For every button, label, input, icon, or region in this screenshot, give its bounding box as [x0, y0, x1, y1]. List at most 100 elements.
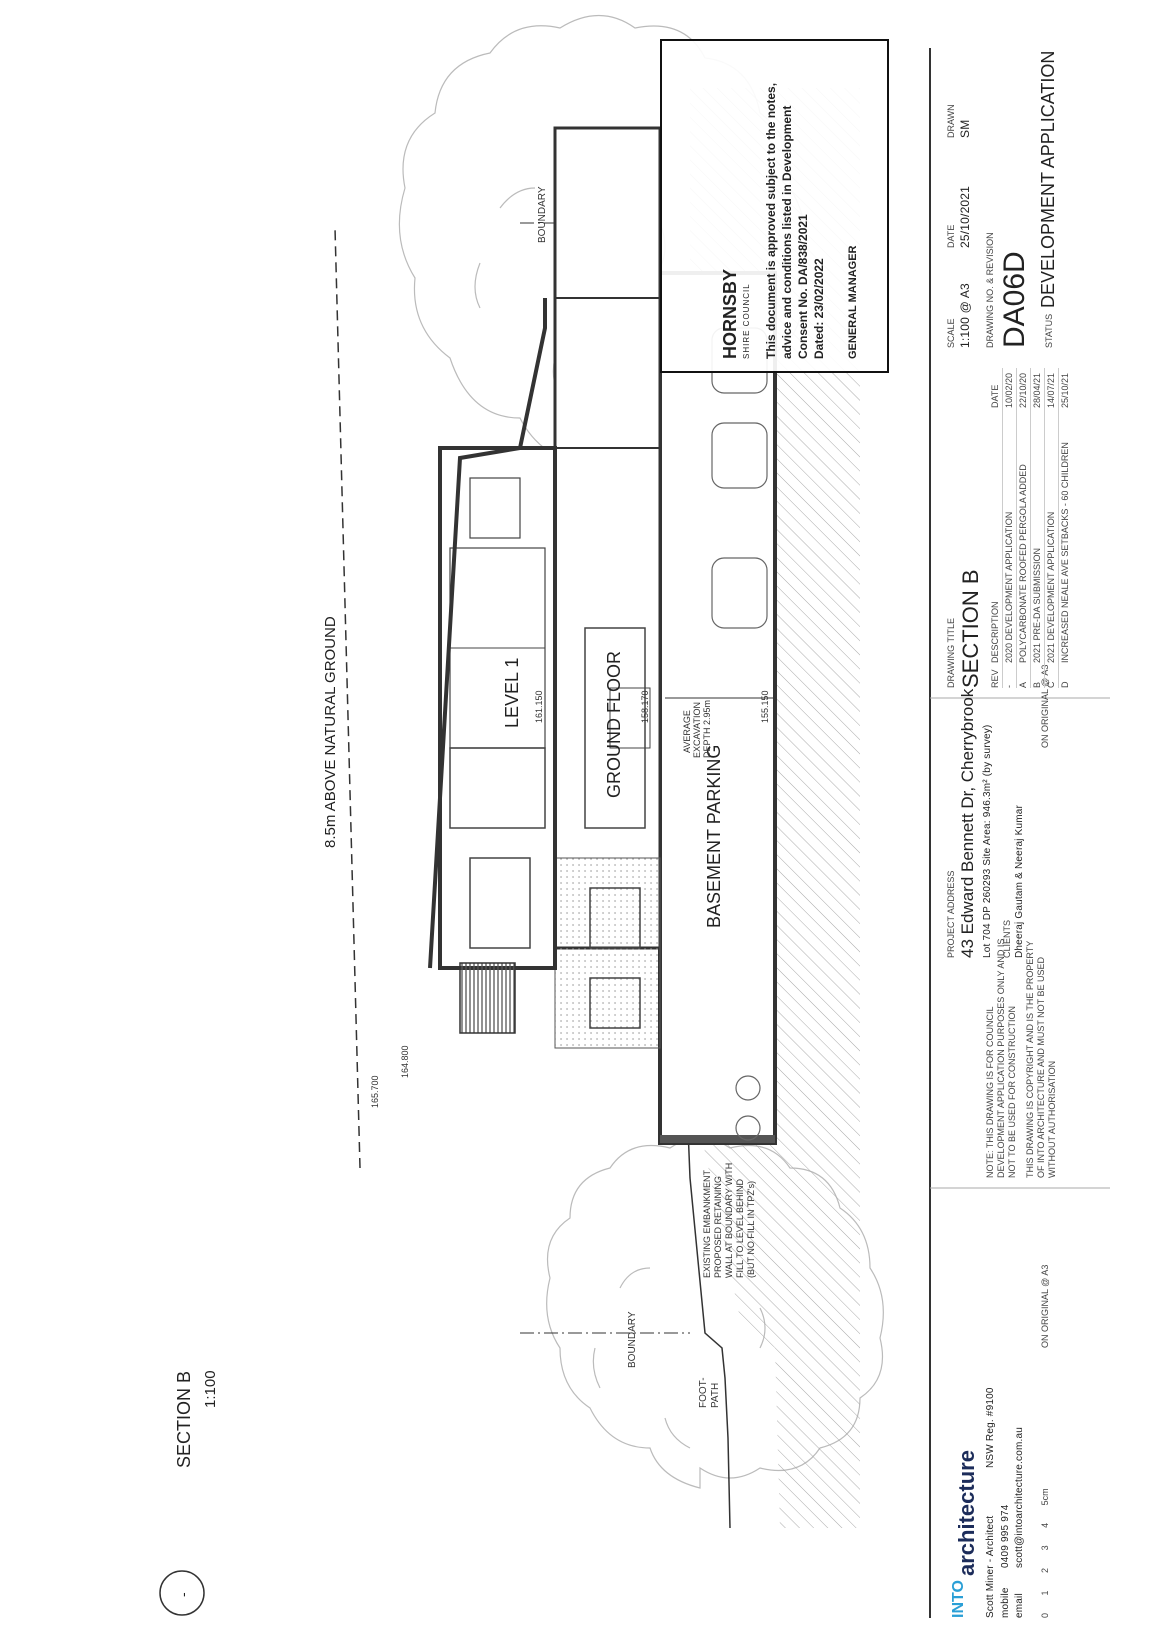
tick-1: 1 [1040, 1590, 1050, 1596]
project-address-label: PROJECT ADDRESS [946, 870, 956, 958]
embankment-note-2: PROPOSED RETAINING [713, 1176, 723, 1278]
rev-desc: 2021 DEVELOPMENT APPLICATION [1046, 511, 1056, 663]
rev-id: - [1004, 685, 1014, 688]
ground-floor-label: GROUND FLOOR [604, 651, 624, 798]
embankment-note-3: WALL AT BOUNDARY WITH [724, 1163, 734, 1278]
rl-level1: 161.150 [534, 690, 544, 723]
rl-164: 164.800 [400, 1045, 410, 1078]
section-title: SECTION B [174, 1371, 194, 1468]
clients-label: CLIENTS [1002, 919, 1012, 958]
excavation-label-3: DEPTH 2.95m [702, 700, 712, 758]
height-limit-line [334, 227, 361, 1169]
revision-row: - 2020 DEVELOPMENT APPLICATION 10/02/20 [1002, 368, 1016, 688]
height-limit-label: 8.5m ABOVE NATURAL GROUND [322, 616, 339, 848]
gf-window [589, 977, 641, 1029]
section-marker [159, 1570, 205, 1616]
footpath-label-2: PATH [710, 1383, 721, 1408]
drawn-label: DRAWN [946, 104, 956, 138]
date-value: 25/10/2021 [958, 185, 972, 248]
bicycle-icon [735, 1075, 761, 1141]
rev-date: 25/10/21 [1060, 372, 1070, 408]
boundary-left-label: BOUNDARY [627, 1311, 638, 1368]
basement-label: BASEMENT PARKING [704, 745, 724, 928]
revision-row: C 2021 DEVELOPMENT APPLICATION 14/07/21 [1044, 368, 1058, 688]
basement-slab [658, 271, 777, 1145]
section-scale: 1:100 [202, 1370, 219, 1408]
tick-5: 5cm [1040, 1488, 1050, 1506]
email-label: email [1014, 1593, 1025, 1618]
boundary-right-label: BOUNDARY [537, 186, 548, 243]
rev-desc: INCREASED NEALE AVE SETBACKS - 60 CHILDR… [1060, 442, 1070, 663]
gf-window [589, 887, 641, 949]
email-address[interactable]: scott@intoarchitecture.com.au [1014, 1426, 1025, 1568]
status-label: STATUS [1044, 313, 1054, 348]
mobile-label: mobile [1000, 1587, 1011, 1618]
excavation-label-2: EXCAVATION [692, 702, 702, 758]
footpath-label-1: FOOT- [698, 1377, 709, 1408]
tick-4: 4 [1040, 1522, 1050, 1528]
council-line-4: Dated: 23/02/2022 [812, 258, 826, 359]
ground-brick-area [554, 857, 661, 1049]
date-label: DATE [946, 224, 956, 248]
rev-header-rev: REV [990, 669, 1000, 688]
embankment-note-5: (BUT NO FILL IN TPZ's) [746, 1181, 756, 1278]
rev-desc: POLYCARBONATE ROOFED PERGOLA ADDED [1018, 464, 1028, 663]
rev-id: D [1060, 681, 1070, 689]
project-lot: Lot 704 DP 260293 Site Area: 946.3m² (by… [982, 724, 993, 958]
rev-id: C [1046, 681, 1056, 689]
tick-3: 3 [1040, 1545, 1050, 1551]
embankment-note-4: FILL TO LEVEL BEHIND [735, 1178, 745, 1278]
drawing-title: SECTION B [958, 569, 983, 688]
clients-name: Dheeraj Gautam & Neeraj Kumar [1014, 804, 1025, 958]
drawing-title-label: DRAWING TITLE [946, 617, 956, 688]
council-stamp: HORNSBY SHIRE COUNCIL This document is a… [660, 39, 889, 373]
copyright-line-1: THIS DRAWING IS COPYRIGHT AND IS THE PRO… [1025, 940, 1035, 1178]
council-line-3: Consent No. DA/838/2021 [796, 214, 810, 359]
scale-value: 1:100 @ A3 [958, 283, 972, 348]
council-line-1: This document is approved subject to the… [764, 82, 778, 359]
council-line-2: advice and conditions listed in Developm… [780, 105, 794, 359]
firm-logo-arch: architecture [954, 1450, 979, 1576]
roof-line [428, 298, 547, 969]
drawing-no-label: DRAWING NO. & REVISION [985, 232, 995, 348]
on-original-label: ON ORIGINAL @ A3 [1040, 1264, 1050, 1348]
rev-id: A [1018, 681, 1028, 688]
rev-id: B [1032, 681, 1042, 688]
council-signoff: GENERAL MANAGER [847, 245, 859, 359]
excavation-label-1: AVERAGE [682, 710, 692, 753]
rev-header-date: DATE [990, 384, 1000, 408]
drawn-value: SM [958, 119, 972, 138]
rev-desc: 2020 DEVELOPMENT APPLICATION [1004, 511, 1014, 663]
rev-desc: 2021 PRE-DA SUBMISSION [1032, 547, 1042, 663]
note-line-1: NOTE: THIS DRAWING IS FOR COUNCIL [985, 1006, 995, 1178]
copyright-line-2: OF INTO ARCHITECTURE AND MUST NOT BE USE… [1036, 956, 1046, 1178]
gf-door [584, 627, 646, 829]
rl-165: 165.700 [370, 1075, 380, 1108]
tick-2: 2 [1040, 1567, 1050, 1573]
revision-row: D INCREASED NEALE AVE SETBACKS - 60 CHIL… [1058, 368, 1072, 688]
drawing-no: DA06D [998, 251, 1031, 348]
pergola-room [554, 297, 661, 449]
rl-ground: 158.170 [640, 690, 650, 723]
architect-name: Scott Miner - Architect [985, 1515, 996, 1618]
scale-label: SCALE [946, 318, 956, 348]
revision-row: B 2021 PRE-DA SUBMISSION 28/04/21 [1030, 368, 1044, 688]
scale-bar-ticks: 0 1 2 3 4 5cm [1040, 1488, 1050, 1618]
council-logo: HORNSBY [720, 268, 740, 359]
note-line-2: DEVELOPMENT APPLICATION PURPOSES ONLY AN… [996, 938, 1006, 1178]
firm-logo-into: INTO [950, 1580, 967, 1618]
section-marker-label: - [175, 1592, 191, 1597]
level1-label: LEVEL 1 [502, 658, 522, 728]
embankment-note-1: EXISTING EMBANKMENT [702, 1169, 712, 1278]
rev-date: 22/10/20 [1018, 372, 1028, 408]
gf-door [609, 687, 651, 749]
l1-window [469, 477, 521, 539]
rl-basement: 155.150 [760, 690, 770, 723]
rev-date: 14/07/21 [1046, 372, 1056, 408]
status-value: DEVELOPMENT APPLICATION [1038, 50, 1058, 308]
l1-window [469, 857, 531, 949]
architect-reg: NSW Reg. #9100 [985, 1387, 996, 1468]
project-address: 43 Edward Bennett Dr, Cherrybrook [958, 688, 977, 958]
